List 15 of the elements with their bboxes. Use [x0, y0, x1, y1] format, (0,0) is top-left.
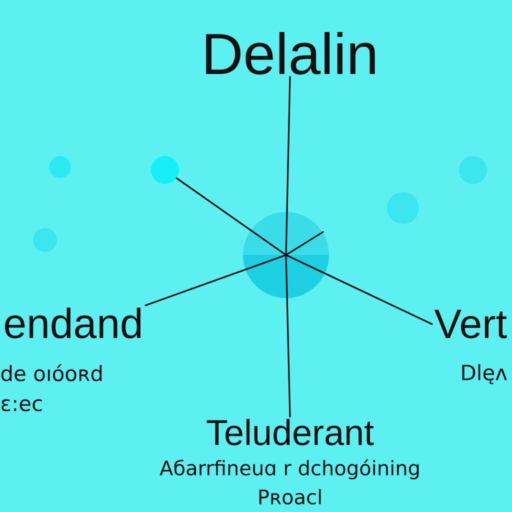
connector-line — [285, 254, 433, 325]
hub-circle — [243, 212, 329, 298]
connector-line — [176, 177, 287, 256]
circle-node — [151, 156, 179, 184]
heading-text: endand — [5, 308, 141, 338]
connector-line — [144, 254, 287, 306]
connector-line — [285, 254, 291, 418]
heading-text: Vert — [434, 310, 507, 338]
body-text: Aбarrfineuɑ r dchogóining Pʀoacl — [160, 459, 419, 504]
connector-line — [285, 76, 291, 256]
body-text: de oıóoʀd ɛ:ec — [1, 364, 102, 412]
connector-line — [285, 231, 324, 256]
heading-text: Teluderant — [206, 418, 374, 446]
heading-text: Delalin — [206, 32, 375, 75]
body-text: Dlęʌ — [462, 364, 507, 384]
